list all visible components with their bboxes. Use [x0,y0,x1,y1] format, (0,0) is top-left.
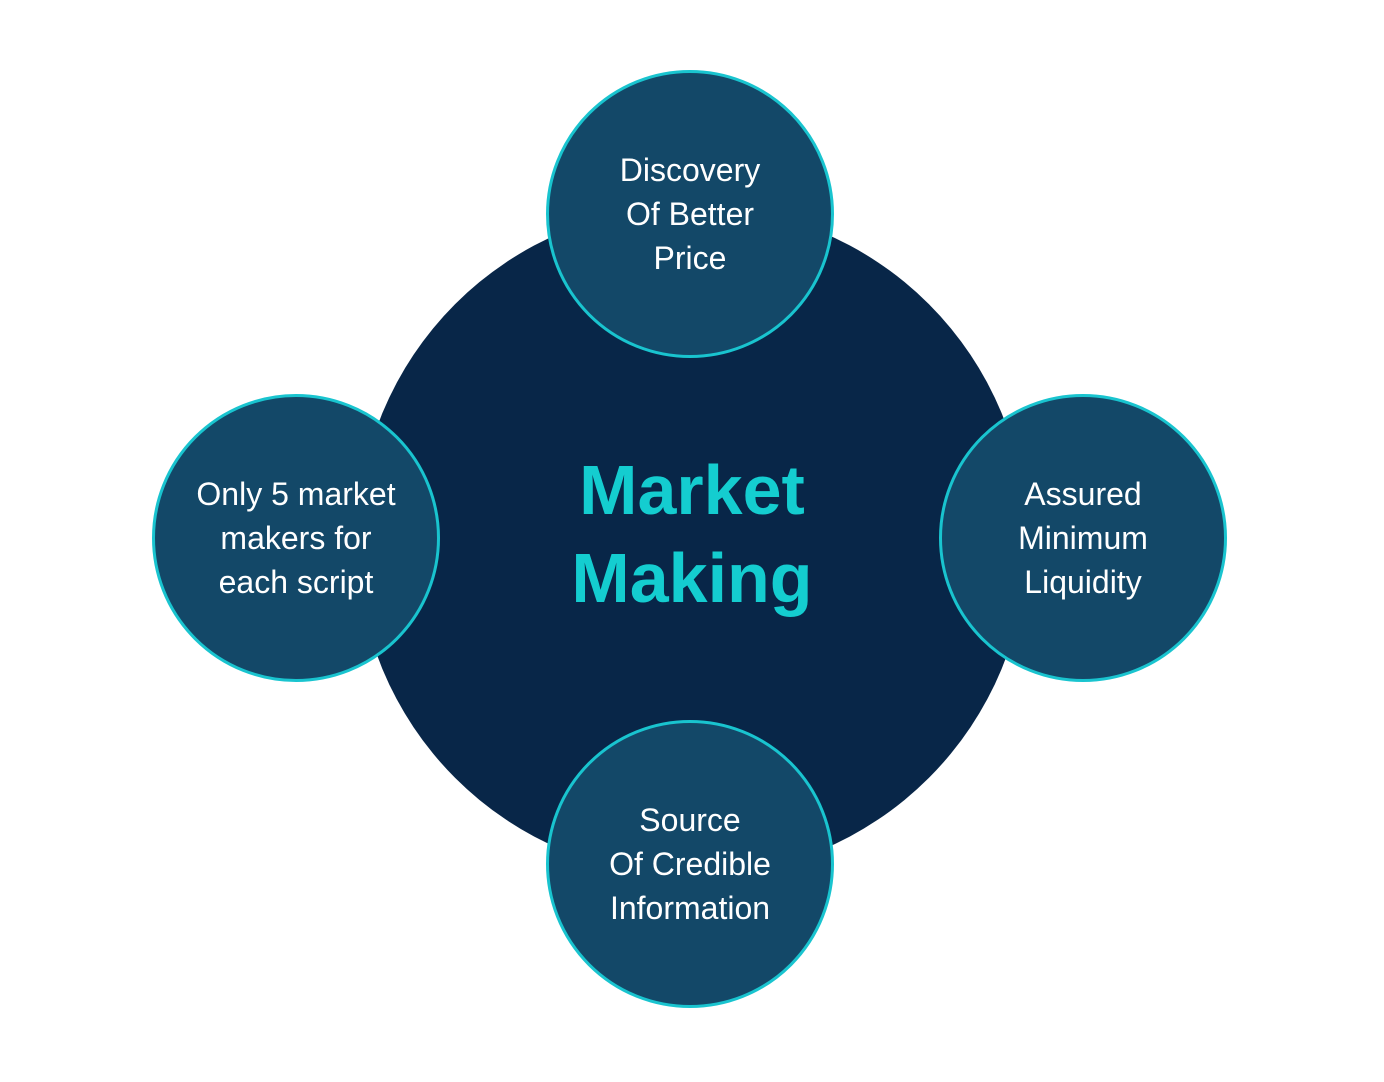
center-title-line-1: Market [579,451,805,529]
node-only-5-market-makers: Only 5 market makers for each script [152,394,440,682]
node-label-line: Source [639,802,741,838]
node-source-of-credible-information: Source Of Credible Information [546,720,834,1008]
node-label-line: Information [609,890,771,926]
node-label-line: Only 5 market [196,476,396,512]
node-label-line: Liquidity [1024,564,1142,600]
node-label-line: Assured [1024,476,1142,512]
node-label: Only 5 market makers for each script [196,472,395,604]
node-label: Discovery Of Better Price [620,148,760,280]
node-label: Source Of Credible Information [609,798,771,930]
center-title-line-2: Making [571,539,813,617]
node-label-line: Price [653,240,727,276]
node-label-line: Of Credible [609,846,771,882]
node-label-line: each script [218,564,374,600]
node-label-line: Of Better [625,196,755,232]
node-discovery-of-better-price: Discovery Of Better Price [546,70,834,358]
node-label-line: makers for [220,520,372,556]
node-label: Assured Minimum Liquidity [1018,472,1148,604]
node-assured-minimum-liquidity: Assured Minimum Liquidity [939,394,1227,682]
center-title: Market Making [492,446,892,622]
node-label-line: Discovery [619,152,761,188]
node-label-line: Minimum [1018,520,1148,556]
